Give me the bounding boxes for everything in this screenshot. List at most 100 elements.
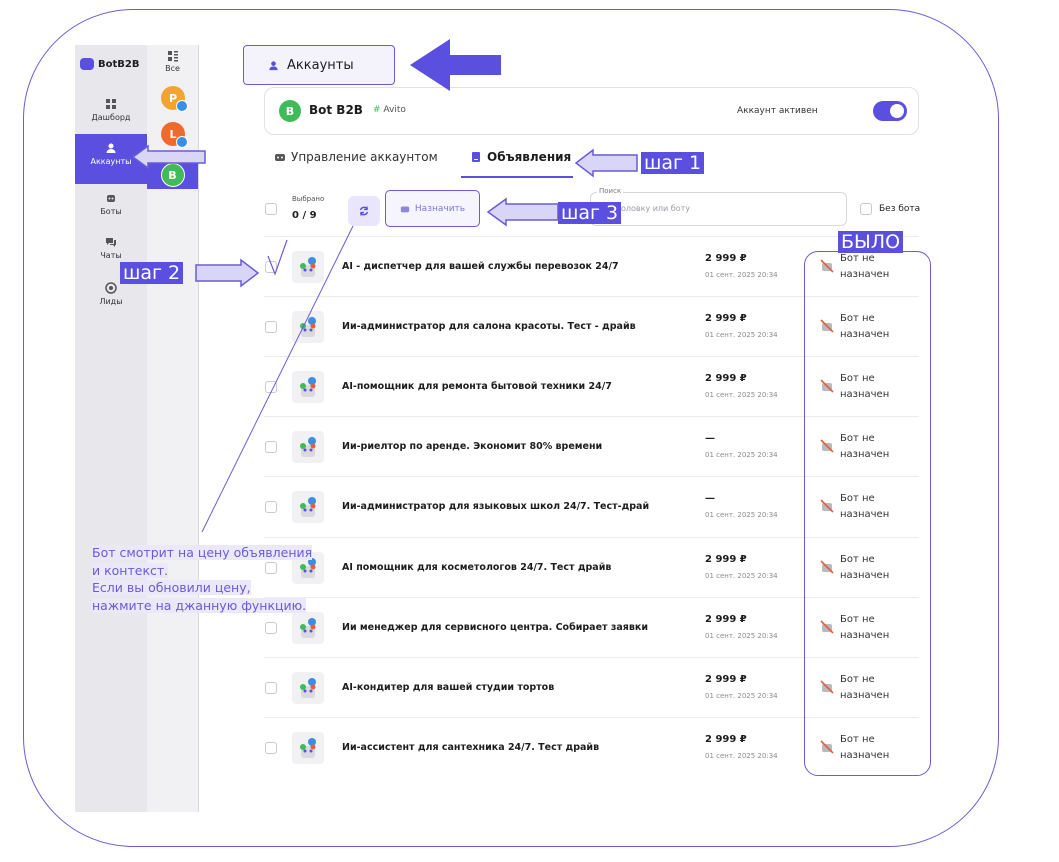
listing-title[interactable]: AI - диспетчер для вашей службы перевозо… — [342, 261, 619, 272]
no-bot-checkbox[interactable] — [860, 203, 872, 215]
row-checkbox[interactable] — [265, 742, 277, 754]
target-icon — [105, 282, 117, 294]
brand[interactable]: BotB2B — [80, 58, 139, 70]
checkmark-icon — [267, 239, 288, 276]
tab-listings[interactable]: Объявления — [470, 150, 571, 164]
listing-title[interactable]: Ии-администратор для языковых школ 24/7.… — [342, 501, 650, 512]
telegram-icon — [176, 100, 188, 112]
all-accounts-filter[interactable]: Все — [147, 50, 198, 73]
account-name: Bot B2B — [309, 103, 363, 117]
listing-row[interactable]: AI-кондитер для вашей студии тортов 2 999… — [264, 657, 919, 718]
bot-off-icon — [820, 499, 834, 513]
bot-icon — [107, 195, 115, 202]
note-line: нажмите на джанную функцию. — [92, 597, 307, 613]
source-label: Avito — [383, 105, 406, 115]
listing-thumbnail — [292, 672, 324, 704]
annotation-step-1: шаг 1 — [641, 152, 705, 174]
nav-item-leads[interactable]: Лиды — [75, 282, 147, 306]
tab-account-management[interactable]: Управление аккаунтом — [274, 150, 438, 164]
listing-price: 2 999 ₽ — [705, 674, 747, 685]
arrow-to-listings-tab — [574, 148, 638, 178]
arrow-to-checkbox — [195, 258, 260, 288]
page-title-text: Аккаунты — [287, 57, 354, 73]
robot-image-icon — [300, 618, 316, 638]
account-active-toggle[interactable] — [873, 101, 907, 121]
nav-label: Чаты — [100, 251, 122, 260]
listing-thumbnail — [292, 732, 324, 764]
row-checkbox[interactable] — [265, 501, 277, 513]
row-checkbox[interactable] — [265, 441, 277, 453]
listing-thumbnail — [292, 431, 324, 463]
selected-count: 0 / 9 — [292, 210, 317, 221]
listing-row[interactable]: AI - диспетчер для вашей службы перевозо… — [264, 236, 919, 297]
listing-price: 2 999 ₽ — [705, 614, 747, 625]
listing-date: 01 сент. 2025 20:34 — [705, 632, 778, 640]
bot-status: Бот не назначен — [840, 253, 890, 280]
nav-item-chats[interactable]: Чаты — [75, 236, 147, 260]
bot-logo-icon — [80, 58, 94, 70]
document-icon — [472, 152, 480, 162]
bot-icon — [400, 206, 410, 212]
row-checkbox[interactable] — [265, 682, 277, 694]
nav-label: Боты — [100, 207, 122, 216]
bot-status: Бот не назначен — [840, 734, 890, 761]
bot-status: Бот не назначен — [840, 674, 890, 701]
listing-title[interactable]: AI-помощник для ремонта бытовой техники … — [342, 381, 612, 392]
listing-title[interactable]: Ии менеджер для сервисного центра. Собир… — [342, 622, 648, 633]
listing-row[interactable]: Ии-администратор для салона красоты. Тес… — [264, 296, 919, 357]
account-status-label: Аккаунт активен — [737, 106, 818, 116]
arrow-to-accounts — [131, 144, 206, 170]
note-line: и контекст. — [92, 562, 169, 578]
bot-icon — [275, 154, 285, 161]
listing-date: 01 сент. 2025 20:34 — [705, 331, 778, 339]
robot-image-icon — [300, 317, 316, 337]
bot-status: Бот не назначен — [840, 313, 890, 340]
robot-image-icon — [300, 437, 316, 457]
assign-button[interactable]: Назначить — [385, 190, 480, 227]
annotation-step-2: шаг 2 — [120, 262, 184, 284]
listing-thumbnail — [292, 491, 324, 523]
listing-date: 01 сент. 2025 20:34 — [705, 451, 778, 459]
row-checkbox[interactable] — [265, 622, 277, 634]
refresh-button[interactable] — [348, 196, 380, 226]
listing-row[interactable]: Ии-риелтор по аренде. Экономит 80% време… — [264, 416, 919, 477]
listing-price: 2 999 ₽ — [705, 554, 747, 565]
nav-label: Лиды — [99, 297, 123, 306]
nav-item-dashboard[interactable]: Дашборд — [75, 98, 147, 122]
select-all-checkbox[interactable] — [265, 203, 277, 215]
listing-row[interactable]: Ии-ассистент для сантехника 24/7. Тест д… — [264, 717, 919, 778]
bot-status: Бот не назначен — [840, 554, 890, 581]
assign-label: Назначить — [414, 203, 466, 214]
avito-icon: # — [373, 105, 381, 115]
listing-title[interactable]: AI помощник для косметологов 24/7. Тест … — [342, 562, 612, 573]
listing-date: 01 сент. 2025 20:34 — [705, 692, 778, 700]
bot-off-icon — [820, 379, 834, 393]
listing-title[interactable]: Ии-ассистент для сантехника 24/7. Тест д… — [342, 742, 600, 753]
tab-label: Управление аккаунтом — [291, 150, 438, 164]
row-checkbox[interactable] — [265, 321, 277, 333]
row-checkbox[interactable] — [265, 562, 277, 574]
listing-row[interactable]: Ии менеджер для сервисного центра. Собир… — [264, 597, 919, 658]
account-avatar-selected[interactable]: B — [147, 161, 198, 189]
bot-off-icon — [820, 620, 834, 634]
listing-price: 2 999 ₽ — [705, 253, 747, 264]
active-tab-indicator — [461, 176, 573, 178]
note-pointer-line — [201, 225, 354, 533]
listing-title[interactable]: Ии-администратор для салона красоты. Тес… — [342, 321, 636, 332]
account-source: # Avito — [373, 105, 406, 115]
robot-image-icon — [300, 558, 316, 578]
listing-thumbnail — [292, 311, 324, 343]
bot-off-icon — [820, 740, 834, 754]
rounded-frame — [23, 9, 999, 847]
bot-off-icon — [820, 560, 834, 574]
nav-item-bots[interactable]: Боты — [75, 192, 147, 216]
listing-date: 01 сент. 2025 20:34 — [705, 511, 778, 519]
bot-off-icon — [820, 319, 834, 333]
toggle-knob — [890, 104, 904, 118]
listing-title[interactable]: AI-кондитер для вашей студии тортов — [342, 682, 555, 693]
listing-title[interactable]: Ии-риелтор по аренде. Экономит 80% време… — [342, 441, 603, 452]
listing-price: — — [705, 493, 715, 504]
listing-row[interactable]: Ии-администратор для языковых школ 24/7.… — [264, 476, 919, 537]
listing-row[interactable]: AI-помощник для ремонта бытовой техники … — [264, 356, 919, 417]
robot-image-icon — [300, 678, 316, 698]
